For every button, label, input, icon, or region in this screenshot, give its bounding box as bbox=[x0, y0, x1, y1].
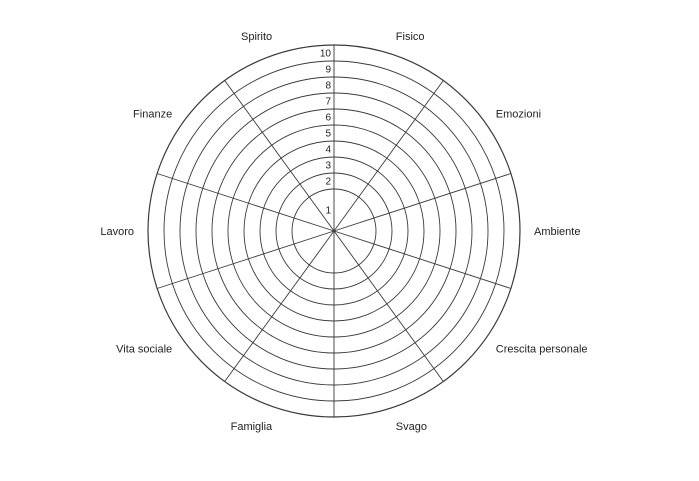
ring-number-label: 10 bbox=[320, 49, 332, 60]
ring-number-label: 5 bbox=[325, 129, 331, 140]
ring-number-label: 8 bbox=[325, 81, 331, 92]
spoke-line bbox=[156, 230, 335, 289]
segment-label: Vita sociale bbox=[116, 344, 172, 356]
spoke-line bbox=[333, 230, 444, 382]
ring-number-label: 1 bbox=[325, 206, 331, 217]
spoke-line bbox=[333, 80, 444, 232]
segment-label: Ambiente bbox=[534, 226, 580, 238]
spoke-line bbox=[333, 173, 512, 232]
ring-number-label: 6 bbox=[325, 113, 331, 124]
spoke-line bbox=[224, 230, 335, 382]
ring-number-label: 7 bbox=[325, 97, 331, 108]
ring-number-label: 4 bbox=[325, 145, 331, 156]
ring-number-label: 9 bbox=[325, 65, 331, 76]
segment-label: Crescita personale bbox=[496, 344, 588, 356]
segment-label: Emozioni bbox=[496, 108, 541, 120]
segment-label: Svago bbox=[396, 421, 427, 433]
segment-label: Fisico bbox=[396, 31, 425, 43]
segment-label: Lavoro bbox=[100, 226, 134, 238]
ring-labels-group: 1 2 3 4 5 6 7 8 9 10 bbox=[320, 49, 332, 217]
spoke-line bbox=[224, 80, 335, 232]
spoke-line bbox=[333, 230, 512, 289]
spoke-line bbox=[156, 173, 335, 232]
segment-label: Finanze bbox=[133, 108, 172, 120]
ring-number-label: 2 bbox=[325, 177, 331, 188]
segment-label: Famiglia bbox=[231, 421, 273, 433]
spokes-group bbox=[156, 45, 512, 417]
segment-label: Spirito bbox=[241, 31, 272, 43]
ring-number-label: 3 bbox=[325, 161, 331, 172]
